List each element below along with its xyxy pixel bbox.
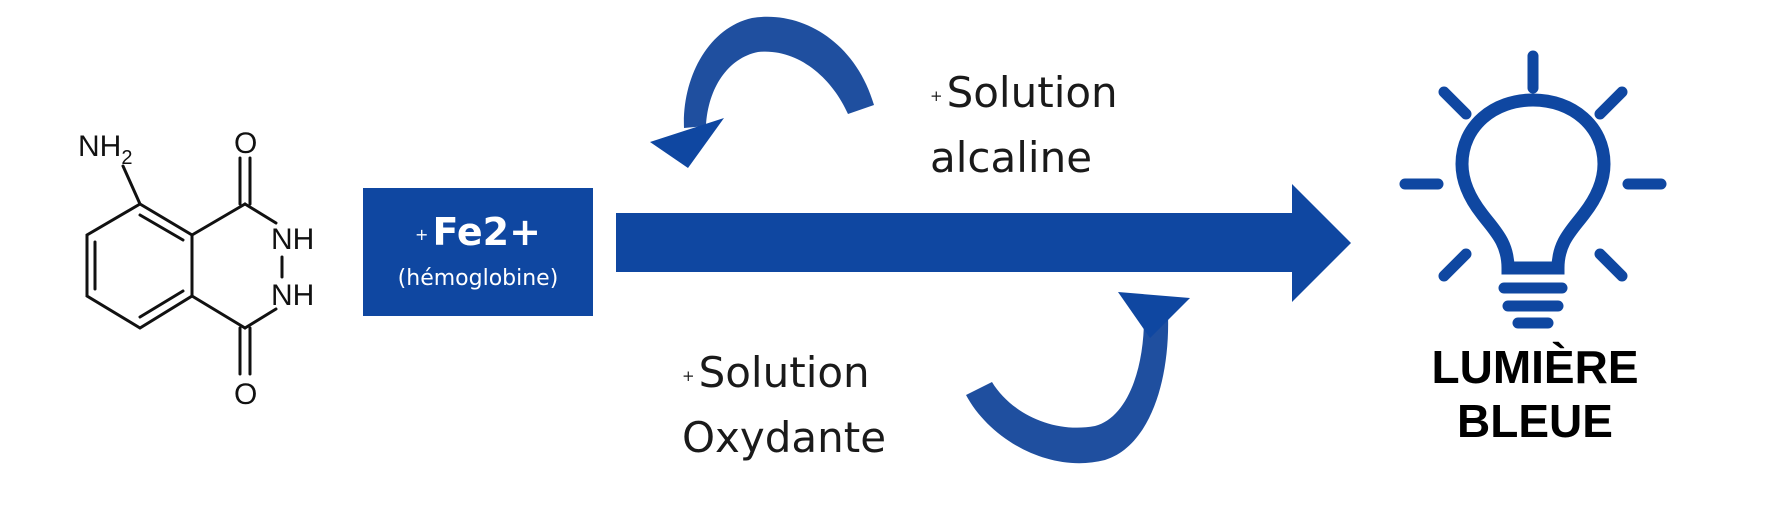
- amine-bond: [121, 164, 142, 206]
- curved-arrow-bottom-body: [966, 315, 1169, 464]
- result-label: LUMIÈRE BLEUE: [1385, 340, 1685, 448]
- ray-top-left: [1438, 86, 1472, 120]
- lower-cn-bond: [243, 307, 278, 330]
- alkaline-line-1: Solution: [946, 68, 1118, 117]
- catalyst-plus: +: [415, 224, 429, 244]
- bulb-base: [1498, 282, 1568, 329]
- upper-cn-bond: [243, 202, 278, 225]
- bulb-glass: [1455, 93, 1611, 275]
- light-rays: [1399, 50, 1667, 282]
- molecule-bonds: [85, 156, 284, 376]
- alkaline-solution-label: +Solution alcaline: [930, 62, 1118, 189]
- result-line-2: BLEUE: [1457, 395, 1613, 447]
- oxygen-bottom-label: O: [234, 378, 257, 411]
- oxidizing-plus: +: [682, 366, 695, 385]
- ray-bottom-left: [1438, 248, 1472, 282]
- lower-carbon-bond: [190, 294, 247, 330]
- ring-double-bond-3: [138, 213, 185, 242]
- catalyst-subtitle: (hémoglobine): [397, 266, 559, 291]
- curved-arrow-bottom-head: [1118, 292, 1190, 338]
- oxygen-top-label: O: [234, 127, 257, 160]
- alkaline-plus: +: [930, 86, 943, 105]
- nh-upper-label: NH: [271, 223, 314, 256]
- lightbulb-icon: [1399, 50, 1667, 329]
- curved-arrow-top-head: [650, 118, 724, 168]
- upper-carbon-bond: [190, 202, 247, 237]
- ray-bottom-right: [1594, 248, 1628, 282]
- amine-label: NH2: [78, 130, 132, 169]
- curved-arrow-top: [650, 16, 874, 168]
- result-line-1: LUMIÈRE: [1431, 341, 1639, 393]
- catalyst-box: +Fe2+ (hémoglobine): [363, 188, 593, 316]
- alkaline-line-2: alcaline: [930, 132, 1093, 182]
- oxidizing-line-2: Oxydante: [682, 412, 887, 462]
- nh-lower-label: NH: [271, 279, 314, 312]
- main-arrow-shape: [616, 184, 1351, 302]
- curved-arrow-top-body: [683, 16, 874, 128]
- oxidizing-line-1: Solution: [698, 348, 870, 397]
- curved-arrow-bottom: [966, 292, 1190, 464]
- ring-double-bond-2: [138, 289, 185, 319]
- ray-top-right: [1594, 86, 1628, 120]
- catalyst-title: +Fe2+: [363, 210, 593, 257]
- oxidizing-solution-label: +Solution Oxydante: [682, 342, 886, 469]
- luminol-molecule: NH2 O NH NH O: [78, 127, 314, 411]
- catalyst-formula: Fe2+: [432, 210, 541, 254]
